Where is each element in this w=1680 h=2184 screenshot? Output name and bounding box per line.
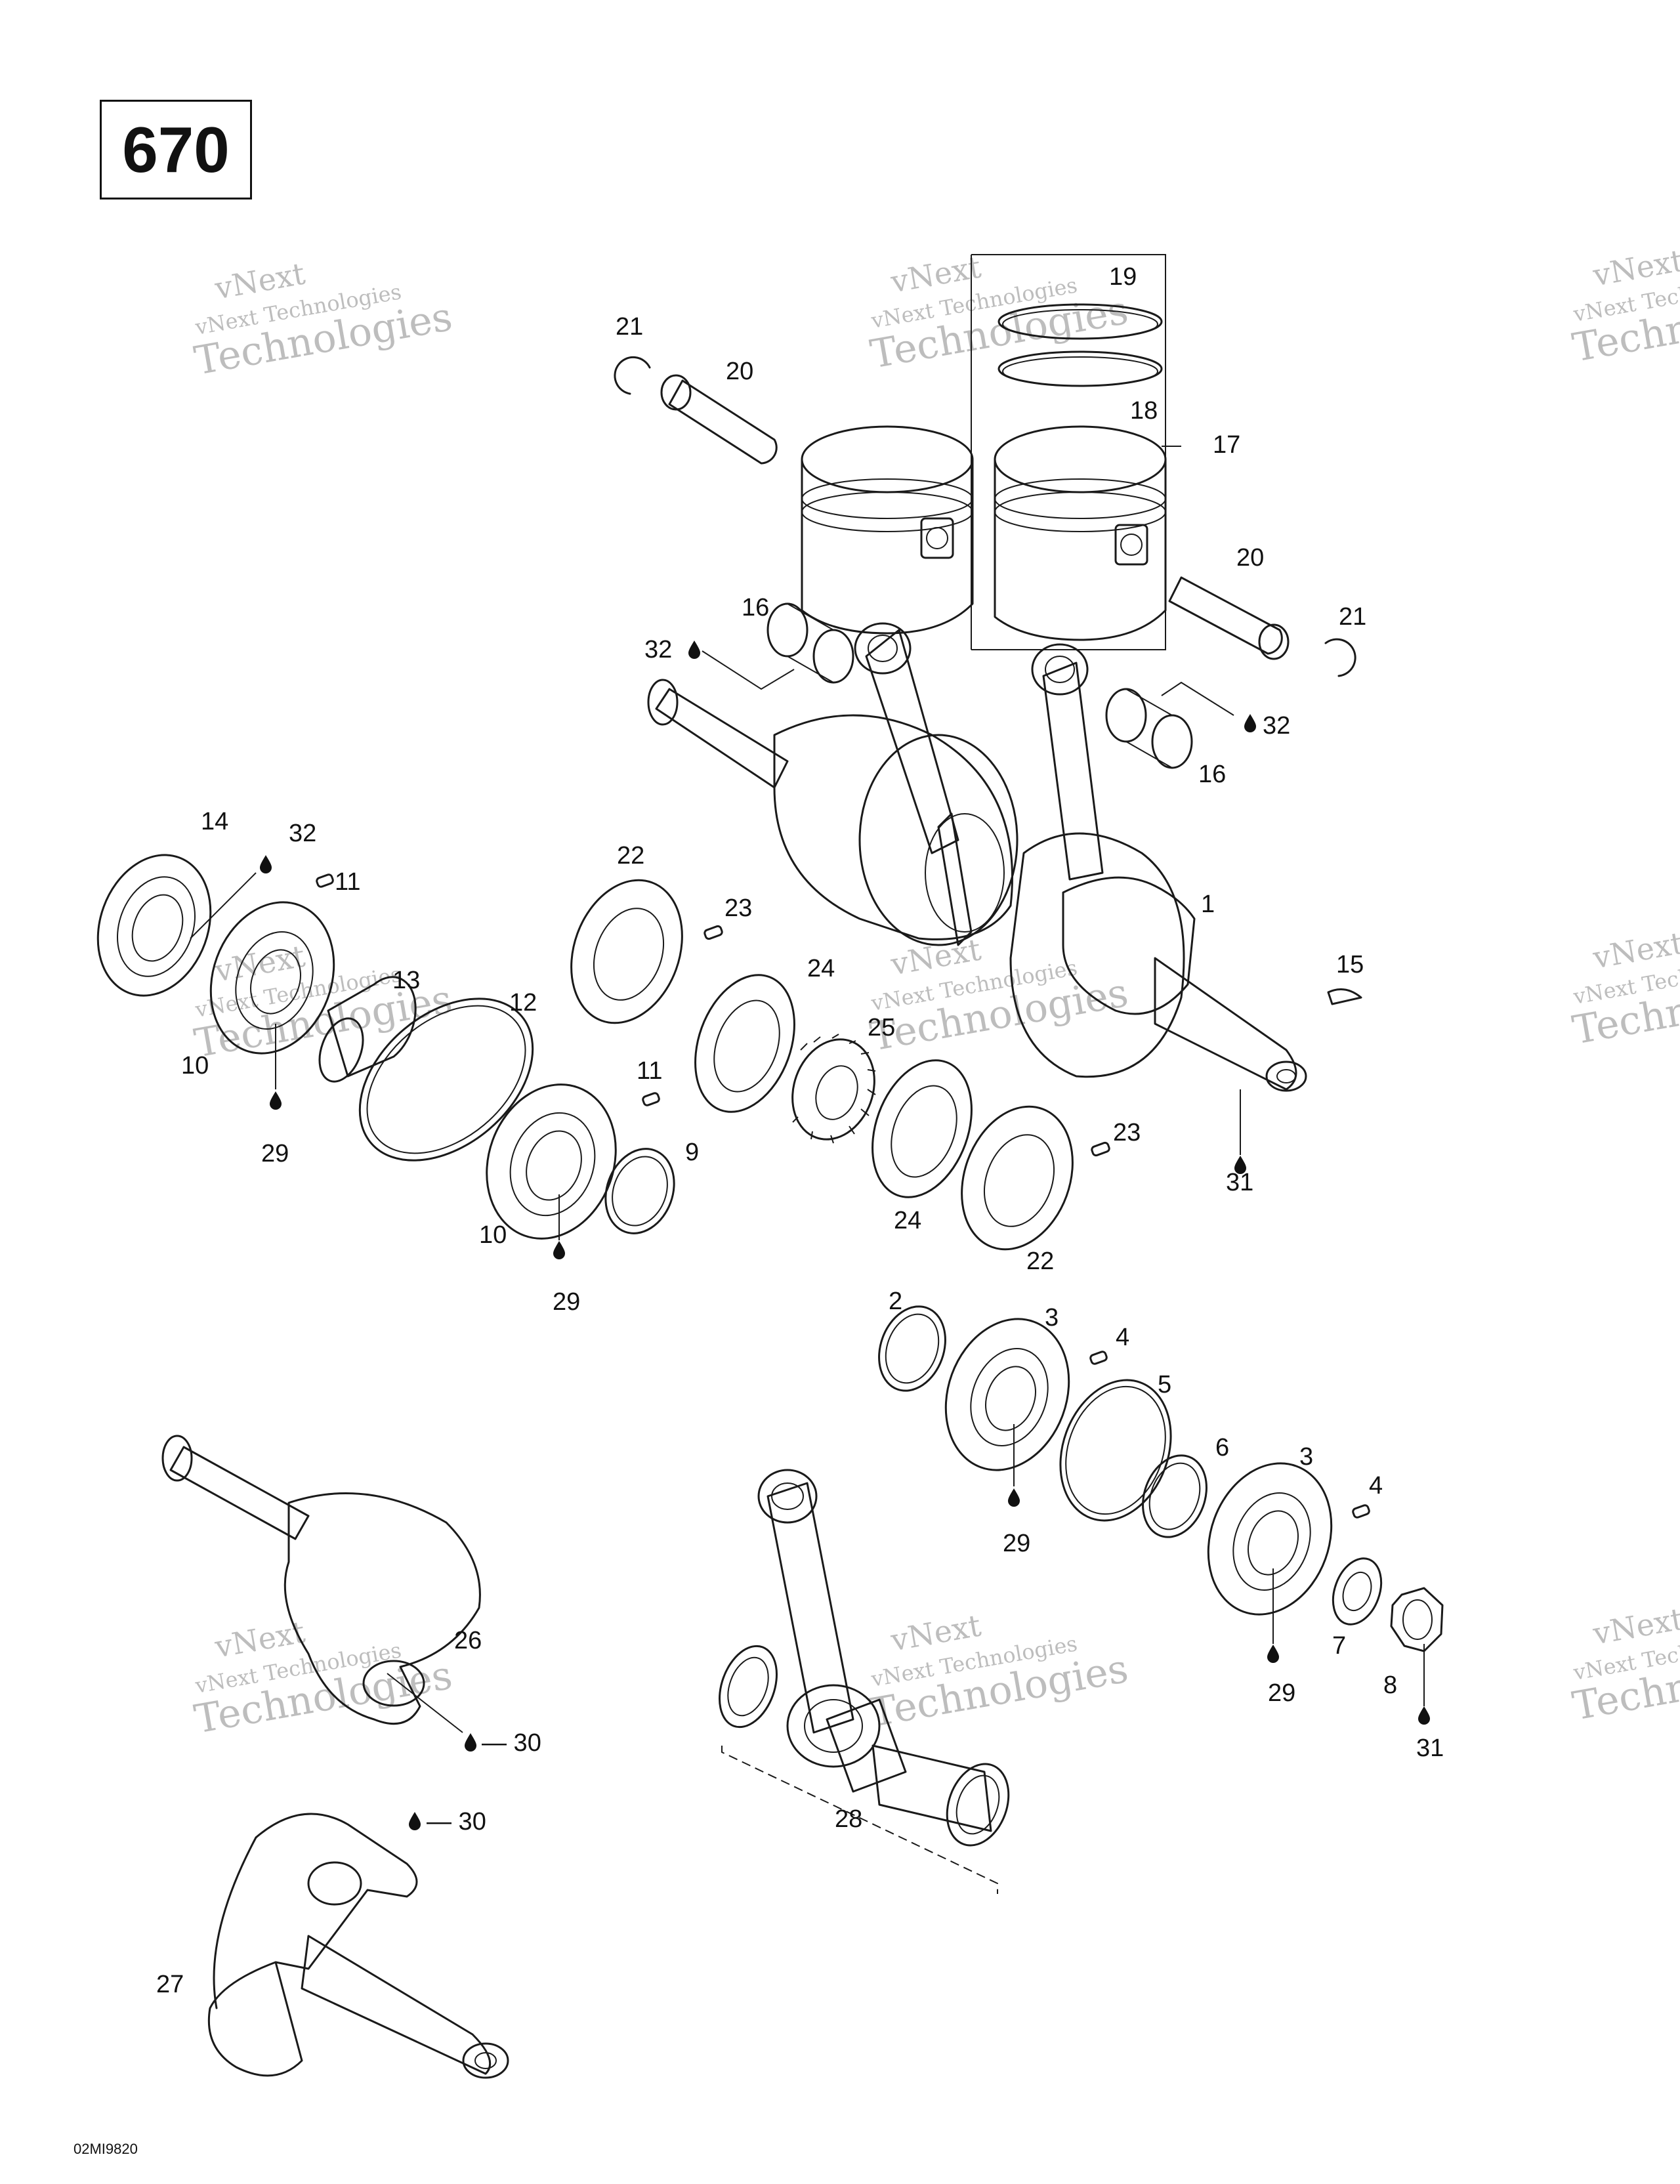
piston-rings [998,303,1163,387]
nut-8 [1390,1587,1444,1652]
callout-18: 18 [1130,397,1158,425]
gear-25 [791,1034,876,1144]
woodruff-key [1327,988,1362,1005]
ball-bearing-3b [1207,1462,1333,1616]
callout-16a: 16 [742,594,769,621]
callout-1: 1 [1201,891,1215,918]
needle-bearing-left [766,602,854,684]
callout-29a: 29 [261,1140,289,1167]
callout-23a: 23 [724,894,752,922]
dowel-11a [316,873,334,888]
needle-bearing-right [1105,688,1193,769]
callout-17: 17 [1213,431,1240,459]
callout-19: 19 [1109,263,1137,291]
callout-4b: 4 [1369,1472,1383,1500]
piston-right [994,425,1167,641]
shim-9 [604,1148,675,1234]
callout-7: 7 [1332,1632,1346,1660]
dowel-4a [1089,1351,1108,1365]
callout-31b: 31 [1416,1734,1444,1762]
callout-32a: 32 [644,636,672,663]
callout-labels: 1 2 3 3 4 4 5 6 7 8 9 10 10 11 11 12 13 … [156,263,1444,1998]
callout-10a: 10 [181,1052,209,1080]
shim-2 [878,1305,946,1392]
leader-lines [190,446,1425,1733]
piston-pin-right [1168,576,1290,660]
ball-bearing-10a [209,901,335,1055]
oil-seal-14 [96,854,212,997]
callout-15: 15 [1336,951,1364,978]
drawing-id: 02MI9820 [74,2141,138,2157]
ball-bearing-3a [944,1318,1070,1471]
oil-seal-24a [694,974,795,1113]
o-ring-5 [1059,1379,1172,1522]
oil-seal-24b [872,1059,973,1198]
callout-16b: 16 [1198,761,1226,788]
callout-12: 12 [509,989,537,1017]
callout-29d: 29 [1268,1679,1295,1707]
crankshaft-assembly [647,622,1307,1092]
callout-5: 5 [1158,1371,1171,1398]
callout-10b: 10 [479,1221,507,1249]
callout-31a: 31 [1226,1169,1253,1196]
callout-29c: 29 [1003,1530,1030,1557]
callout-25: 25 [868,1014,895,1041]
circlip-left [614,356,651,395]
callout-3a: 3 [1045,1304,1059,1332]
callout-30b: — 30 [427,1808,486,1836]
callout-11b: 11 [637,1057,662,1085]
callout-8: 8 [1383,1671,1397,1699]
crank-half-26 [161,1435,481,1725]
callout-26: 26 [454,1627,482,1654]
callout-3b: 3 [1299,1443,1313,1471]
dowel-23a [704,925,723,940]
callout-30a: — 30 [482,1729,541,1757]
callout-11a: 11 [335,868,360,896]
callout-24b: 24 [894,1207,921,1234]
callout-27: 27 [156,1971,184,1998]
circlip-right [1324,638,1356,677]
piston-left [801,425,974,635]
shim-6 [1142,1454,1208,1538]
callout-14: 14 [201,808,228,835]
callout-22b: 22 [1026,1248,1054,1275]
o-ring-12 [358,998,534,1162]
callout-20b: 20 [1236,544,1264,572]
callout-32b: 32 [1263,712,1290,740]
connecting-rod-kit-28 [719,1469,1010,1894]
callout-23b: 23 [1113,1119,1141,1146]
model-number: 670 [122,113,230,186]
model-number-box: 670 [100,100,252,200]
lock-washer-7 [1332,1557,1383,1626]
callout-21a: 21 [616,313,643,341]
callout-21b: 21 [1339,603,1366,631]
callout-28: 28 [835,1805,862,1833]
ball-bearing-10b [486,1083,617,1240]
callout-22a: 22 [617,842,644,870]
callout-29b: 29 [553,1288,580,1316]
ball-bearing-22a [570,879,683,1024]
ring-13 [318,976,417,1083]
callout-6: 6 [1215,1434,1229,1461]
callout-4a: 4 [1116,1324,1129,1351]
callout-9: 9 [685,1139,699,1166]
callout-13: 13 [392,967,420,994]
callout-32c: 32 [289,820,316,847]
dowel-23b [1091,1141,1110,1157]
piston-pin-left [660,374,778,465]
callout-20a: 20 [726,358,753,385]
dowel-11b [642,1092,660,1106]
crank-half-27 [207,1813,509,2079]
dowel-4b [1352,1504,1370,1519]
callout-24a: 24 [807,955,835,982]
ball-bearing-22b [961,1105,1074,1251]
callout-2: 2 [889,1288,902,1315]
